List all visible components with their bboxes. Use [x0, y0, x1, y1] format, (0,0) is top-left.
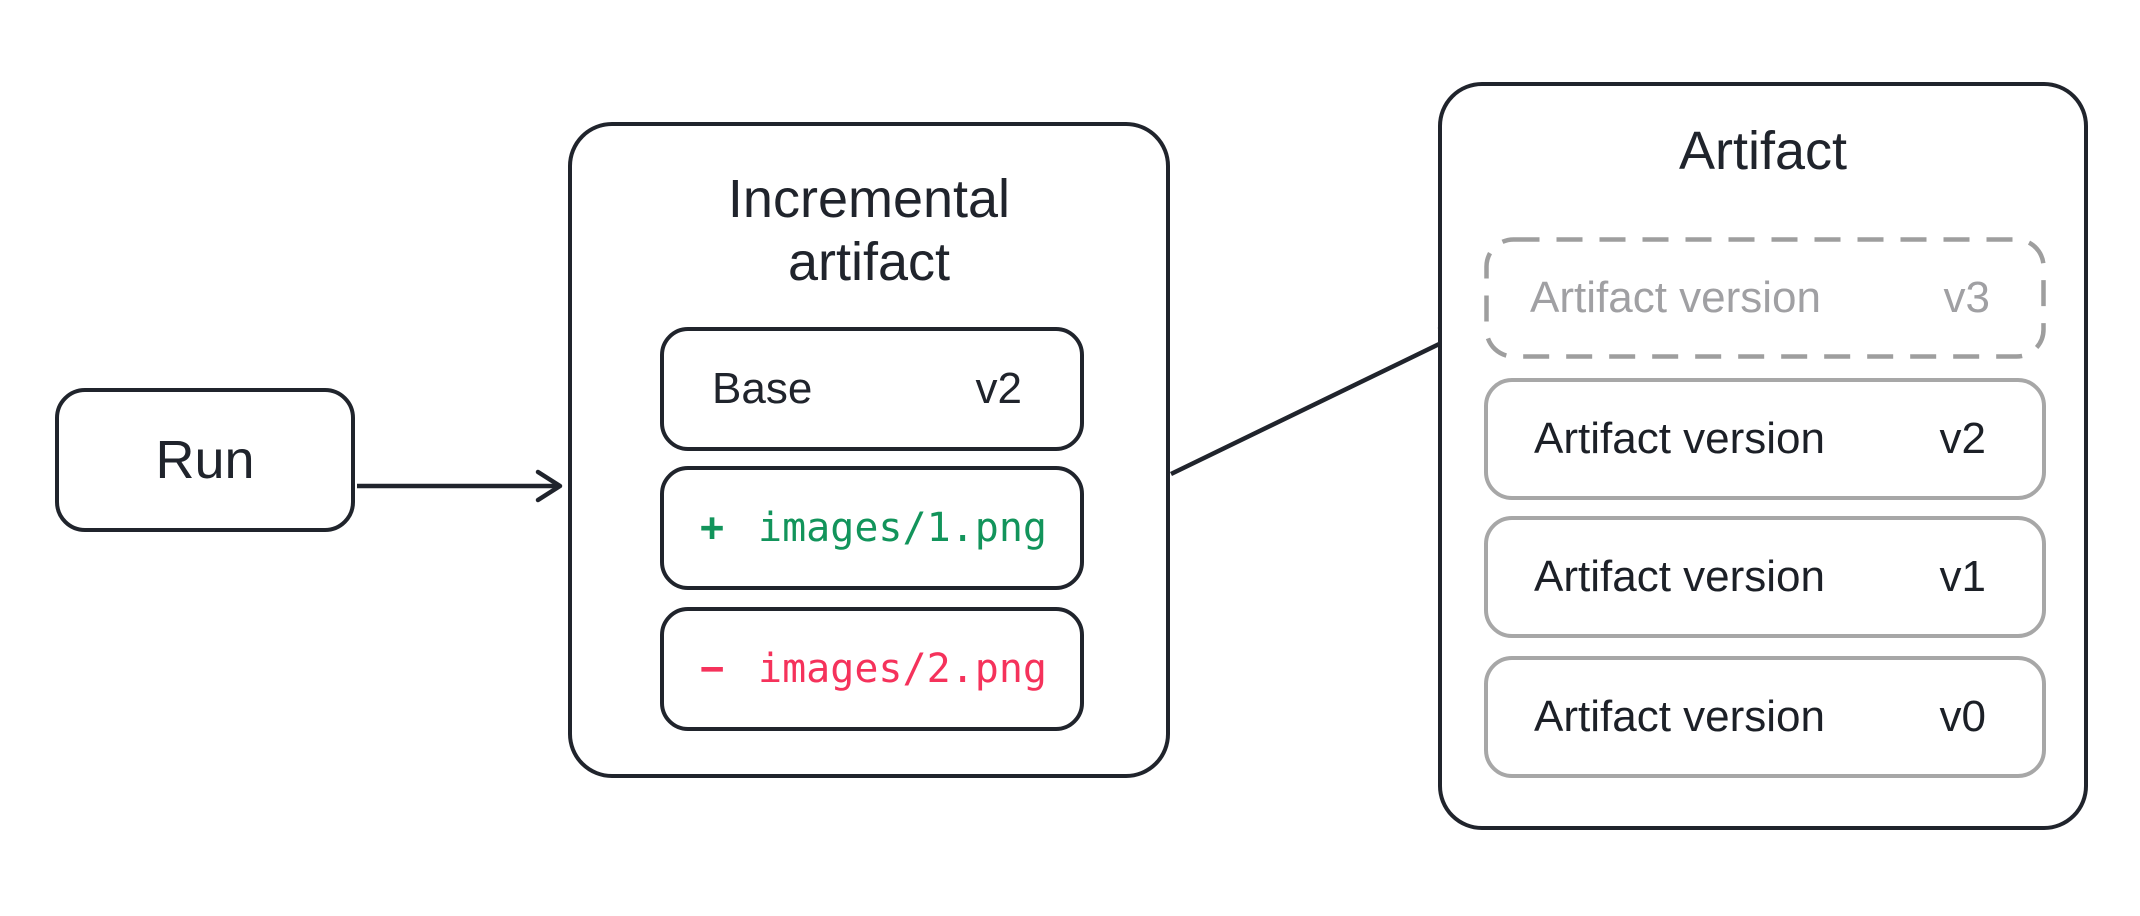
removed-file-row: − images/2.png	[660, 607, 1084, 731]
base-version-row: Base v2	[660, 327, 1084, 451]
artifact-version-number: v0	[1939, 692, 1986, 741]
artifact-version-number: v3	[1943, 273, 1990, 322]
artifact-version-label: Artifact version	[1530, 273, 1821, 322]
artifact-version-row: Artifact version v1	[1484, 516, 2046, 638]
run-node-label: Run	[155, 430, 255, 490]
artifact-version-row: Artifact version v2	[1484, 378, 2046, 500]
plus-icon: +	[699, 505, 725, 551]
artifact-version-label: Artifact version	[1534, 414, 1825, 463]
artifact-version-number: v1	[1939, 552, 1986, 601]
incremental-to-pending-version-arrow	[1170, 325, 1469, 477]
artifact-title: Artifact	[1678, 121, 1848, 181]
run-node: Run	[55, 388, 355, 532]
artifact-version-number: v2	[1939, 414, 1986, 463]
added-file-path: images/1.png	[758, 505, 1047, 551]
minus-icon: −	[699, 646, 725, 692]
incremental-artifact-node: Incremental artifact Base v2 + images/1.…	[568, 122, 1170, 778]
base-row-version: v2	[975, 364, 1022, 413]
artifact-node: Artifact Artifact version v3 Artifact ve…	[1438, 82, 2088, 830]
incremental-artifact-title-line1: Incremental	[727, 169, 1011, 229]
artifact-version-label: Artifact version	[1534, 552, 1825, 601]
incremental-artifact-title-line2: artifact	[787, 231, 951, 292]
artifact-version-label: Artifact version	[1534, 692, 1825, 741]
incremental-artifact-title: Incremental artifact	[572, 168, 1166, 293]
artifact-version-row-pending: Artifact version v3	[1484, 237, 2046, 359]
removed-file-path: images/2.png	[758, 646, 1047, 692]
artifact-version-row: Artifact version v0	[1484, 656, 2046, 778]
added-file-row: + images/1.png	[660, 466, 1084, 590]
base-row-label: Base	[712, 364, 813, 413]
